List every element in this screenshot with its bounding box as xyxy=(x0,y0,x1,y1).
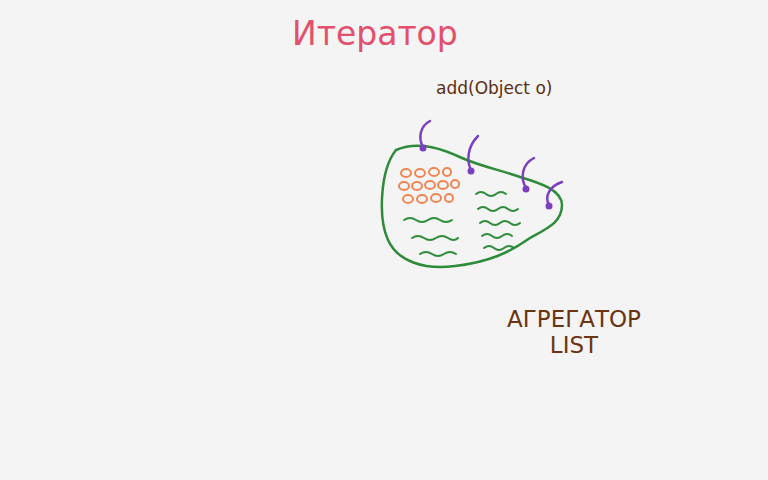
purple-hooks xyxy=(420,121,562,205)
method-label: add(Object o) xyxy=(436,79,552,99)
aggregator-blob xyxy=(382,146,562,267)
text-squiggles xyxy=(404,192,520,256)
orange-circles xyxy=(399,168,459,203)
aggregator-label: АГРЕГАТОР LIST xyxy=(507,306,641,359)
title: Итератор xyxy=(292,14,458,53)
hook-dots xyxy=(420,145,553,210)
